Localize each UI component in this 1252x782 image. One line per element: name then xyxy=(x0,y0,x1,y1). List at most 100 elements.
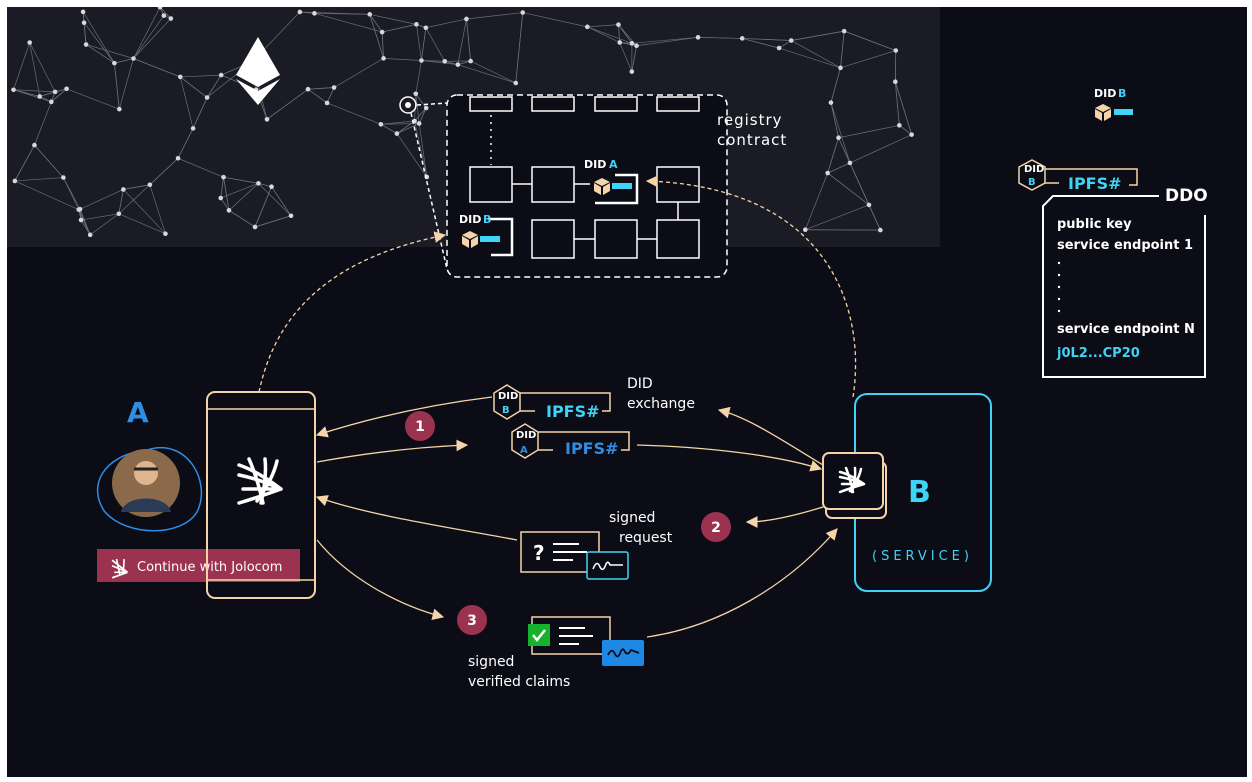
network-node xyxy=(64,86,69,92)
network-node xyxy=(616,22,621,27)
did-a-to-b-arrow-left xyxy=(316,439,469,463)
registry-did-b-letter: B xyxy=(483,213,491,226)
network-link xyxy=(838,137,851,164)
network-link xyxy=(779,47,841,69)
network-node xyxy=(112,60,117,66)
network-link xyxy=(587,24,619,28)
network-link xyxy=(396,120,415,134)
svg-text:3: 3 xyxy=(467,613,477,629)
jolocom-logo-icon xyxy=(838,466,866,494)
network-link xyxy=(271,186,292,216)
network-node xyxy=(520,10,526,15)
network-node xyxy=(442,58,448,64)
network-link xyxy=(425,27,446,62)
cube-icon xyxy=(1095,104,1111,121)
network-link xyxy=(830,102,851,164)
ddo-box xyxy=(1042,195,1206,378)
network-node xyxy=(416,121,422,126)
network-link xyxy=(34,144,64,178)
network-link xyxy=(414,107,427,122)
network-link xyxy=(82,11,115,64)
network-node xyxy=(585,24,590,30)
network-link xyxy=(587,26,633,44)
network-link xyxy=(223,176,259,184)
network-link xyxy=(177,157,224,178)
network-link xyxy=(34,101,52,146)
network-node xyxy=(836,135,841,141)
network-link xyxy=(180,76,208,98)
svg-text:B: B xyxy=(1028,177,1036,188)
network-link xyxy=(380,120,415,125)
network-link xyxy=(791,40,841,69)
network-link xyxy=(307,88,328,104)
network-node xyxy=(838,65,843,71)
network-node xyxy=(423,25,429,31)
signed-request-arrow xyxy=(315,495,518,541)
registry-did-a-letter: A xyxy=(609,158,618,171)
party-b-sublabel: (SERVICE) xyxy=(872,549,973,564)
network-node xyxy=(381,56,386,61)
network-link xyxy=(133,15,165,59)
network-link xyxy=(425,18,467,29)
zoom-origin-icon xyxy=(399,96,417,114)
step-3-label-line2: verified claims xyxy=(468,674,570,690)
network-link xyxy=(13,89,40,97)
network-link xyxy=(118,189,124,214)
network-node xyxy=(218,195,224,201)
network-link xyxy=(258,183,292,217)
network-link xyxy=(223,177,230,211)
network-link xyxy=(159,7,172,19)
network-node xyxy=(87,232,93,238)
network-link xyxy=(631,36,699,44)
publish-did-b-arrow xyxy=(258,231,447,393)
step-1-label-line2: exchange xyxy=(627,396,695,412)
network-node xyxy=(893,79,898,85)
network-link xyxy=(457,18,467,65)
svg-text:DID: DID xyxy=(516,430,536,441)
ddo-line-endpoint-1: service endpoint 1 xyxy=(1057,238,1193,253)
network-node xyxy=(617,40,623,45)
network-node xyxy=(634,43,639,49)
network-link xyxy=(85,44,115,64)
svg-text:DID: DID xyxy=(1024,164,1044,175)
network-link xyxy=(314,12,370,15)
ethereum-logo-icon xyxy=(236,37,280,105)
did-b-to-a-arrow xyxy=(315,396,493,438)
network-link xyxy=(123,189,166,234)
network-node xyxy=(11,87,16,93)
network-node xyxy=(269,184,274,189)
network-link xyxy=(80,219,91,236)
network-link xyxy=(804,172,828,230)
did-b-ipfs-label: IPFS# xyxy=(546,402,600,421)
network-node xyxy=(256,181,261,186)
network-node xyxy=(776,45,782,51)
did-a-ipfs-card: DID A IPFS# xyxy=(511,423,630,459)
network-link xyxy=(299,11,315,14)
network-node xyxy=(218,72,224,78)
continue-with-jolocom-button[interactable] xyxy=(97,549,300,582)
network-node xyxy=(168,16,174,21)
network-link xyxy=(78,209,91,235)
network-node xyxy=(378,121,384,127)
network-node xyxy=(264,117,270,122)
step-2-label-line1: signed xyxy=(609,510,655,526)
network-link xyxy=(849,134,912,164)
network-node xyxy=(423,105,429,111)
network-node xyxy=(221,174,226,180)
claims-arrow-right xyxy=(646,528,838,638)
network-link xyxy=(220,183,259,199)
network-link xyxy=(177,128,194,159)
network-link xyxy=(827,162,851,174)
network-link xyxy=(63,177,81,210)
continue-with-jolocom-label: Continue with Jolocom xyxy=(137,560,282,575)
network-link xyxy=(470,60,516,84)
network-node xyxy=(909,132,914,137)
network-node xyxy=(788,38,794,43)
network-link xyxy=(118,184,151,215)
network-link xyxy=(619,42,637,47)
network-node xyxy=(204,95,210,100)
network-node xyxy=(802,227,808,233)
did-a-ipfs-label: IPFS# xyxy=(565,439,619,458)
blockchain-blocks xyxy=(469,96,700,259)
did-b-ipfs-card: DID B IPFS# xyxy=(493,384,611,421)
